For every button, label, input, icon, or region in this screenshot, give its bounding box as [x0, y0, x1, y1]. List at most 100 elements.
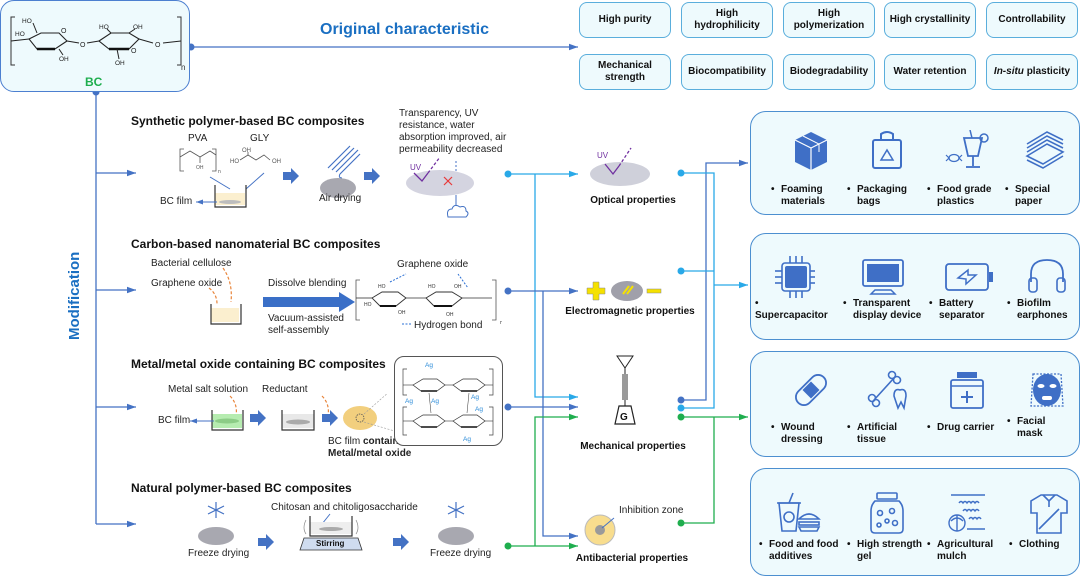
effect-line: Transparency, UV [399, 108, 479, 119]
result-bold: containing [363, 436, 414, 447]
bacterial-cellulose-label: Bacterial cellulose [151, 258, 232, 269]
paper-stack-icon [1005, 130, 1080, 176]
original-characteristic-title: Original characteristic [320, 21, 489, 38]
svg-text:HO: HO [364, 302, 372, 308]
app-label: separator [939, 310, 985, 321]
ag-label: Ag [431, 398, 439, 405]
svg-text:OH: OH [454, 284, 462, 290]
headphones-icon [1007, 256, 1080, 302]
graphene-oxide-bond-label: Graphene oxide [397, 259, 469, 270]
bone-tooth-icon [847, 368, 927, 414]
snowflake-icon [207, 502, 225, 518]
result-prefix: BC film [328, 436, 363, 447]
app-label: additives [769, 551, 813, 562]
air-drying-illustration [320, 145, 361, 198]
app-label: paper [1015, 196, 1043, 207]
char-in-situ-plasticity: In-situ plasticity [986, 54, 1078, 90]
app-label: earphones [1017, 310, 1068, 321]
shirt-icon [1009, 491, 1080, 537]
freeze-drying-label-2: Freeze drying [430, 548, 492, 559]
ag-label: Ag [405, 398, 413, 405]
big-process-arrow-icon [263, 292, 355, 317]
carbon-n: n [500, 320, 502, 326]
app-label: Battery [939, 298, 974, 309]
app-label: Packaging [857, 184, 908, 195]
carbon-beaker-illustration [208, 267, 242, 325]
synthetic-section-title: Synthetic polymer-based BC composites [131, 114, 365, 128]
app-label: Facial [1017, 416, 1046, 427]
char-high-crystallinity: High crystallinity [884, 2, 976, 38]
bc-label: BC [85, 75, 103, 89]
app-label: Food grade [937, 184, 992, 195]
metal-result-label: BC film containing Metal/metal oxide [328, 436, 414, 460]
face-mask-icon [1007, 368, 1080, 414]
freeze-drying-label-1: Freeze drying [188, 548, 250, 559]
hydrogen-bond-label: Hydrogen bond [414, 320, 483, 331]
app-label: plastics [937, 196, 975, 207]
freeze-drying-illustration [438, 502, 474, 545]
vacuum-line: self-assembly [268, 325, 330, 336]
hydroxyl-label: HO [15, 31, 25, 38]
app-label: Artificial [857, 422, 898, 433]
process-arrow-icon [393, 534, 409, 555]
mechanical-properties-label: Mechanical properties [580, 441, 686, 452]
app-label: Food and food [769, 539, 839, 550]
svg-text:O: O [80, 42, 86, 49]
svg-text:O: O [131, 48, 137, 55]
svg-text:OH: OH [446, 312, 454, 318]
synthetic-effect-text: Transparency, UV resistance, water absor… [399, 108, 506, 156]
carbon-to-properties [504, 287, 578, 540]
char-water-retention: Water retention [884, 54, 976, 90]
carbon-section-title: Carbon-based nanomaterial BC composites [131, 237, 381, 251]
drink-candy-icon [927, 130, 1007, 176]
app-label: display device [853, 310, 922, 321]
app-label: Biofilm [1017, 298, 1051, 309]
graphene-oxide-label: Graphene oxide [151, 278, 223, 289]
ag-label: Ag [475, 406, 483, 413]
properties-to-applications [677, 159, 748, 527]
svg-text:HO: HO [378, 284, 386, 290]
fast-food-icon [759, 491, 839, 537]
metal-to-properties [504, 403, 578, 411]
plasticity-text: plasticity [1026, 66, 1071, 77]
metal-salt-label: Metal salt solution [168, 384, 249, 395]
svg-text:O: O [155, 42, 161, 49]
hydroxyl-label: OH [115, 60, 125, 67]
char-biodegradability: Biodegradability [783, 54, 875, 90]
app-label: Drug carrier [937, 422, 995, 433]
hydroxyl-label: OH [133, 24, 143, 31]
chitosan-label: Chitosan and chitoligosaccharide [271, 502, 418, 513]
char-mechanical-strength: Mechanical strength [579, 54, 671, 90]
metal-process-illustration [190, 394, 399, 433]
snowflake-icon [447, 502, 465, 518]
app-label: materials [781, 196, 825, 207]
hydroxyl-label: HO [22, 18, 32, 25]
app-label: mask [1017, 428, 1043, 439]
app-label: Supercapacitor [755, 310, 828, 321]
optical-uv-label: UV [597, 151, 609, 160]
metal-section-title: Metal/metal oxide containing BC composit… [131, 357, 386, 371]
electromagnetic-properties-label: Electromagnetic properties [565, 306, 695, 317]
battery-icon [929, 256, 1009, 302]
process-arrow-icon [364, 168, 380, 189]
natural-section-title: Natural polymer-based BC composites [131, 481, 352, 495]
hydroxyl-label: HO [99, 24, 109, 31]
stirring-illustration [299, 513, 363, 551]
ag-label: Ag [425, 362, 433, 369]
app-label: Transparent [853, 298, 911, 309]
effect-line: absorption improved, air [399, 132, 507, 143]
ag-label: Ag [471, 394, 479, 401]
app-label: tissue [857, 434, 886, 445]
metal-bc-film-label: BC film [158, 415, 191, 426]
pva-label: PVA [188, 133, 208, 144]
gly-label: GLY [250, 133, 270, 144]
original-characteristic-arrow [187, 43, 578, 51]
modification-trunk [92, 88, 136, 528]
inhibition-zone-icon [584, 514, 616, 546]
reductant-label: Reductant [262, 384, 308, 395]
